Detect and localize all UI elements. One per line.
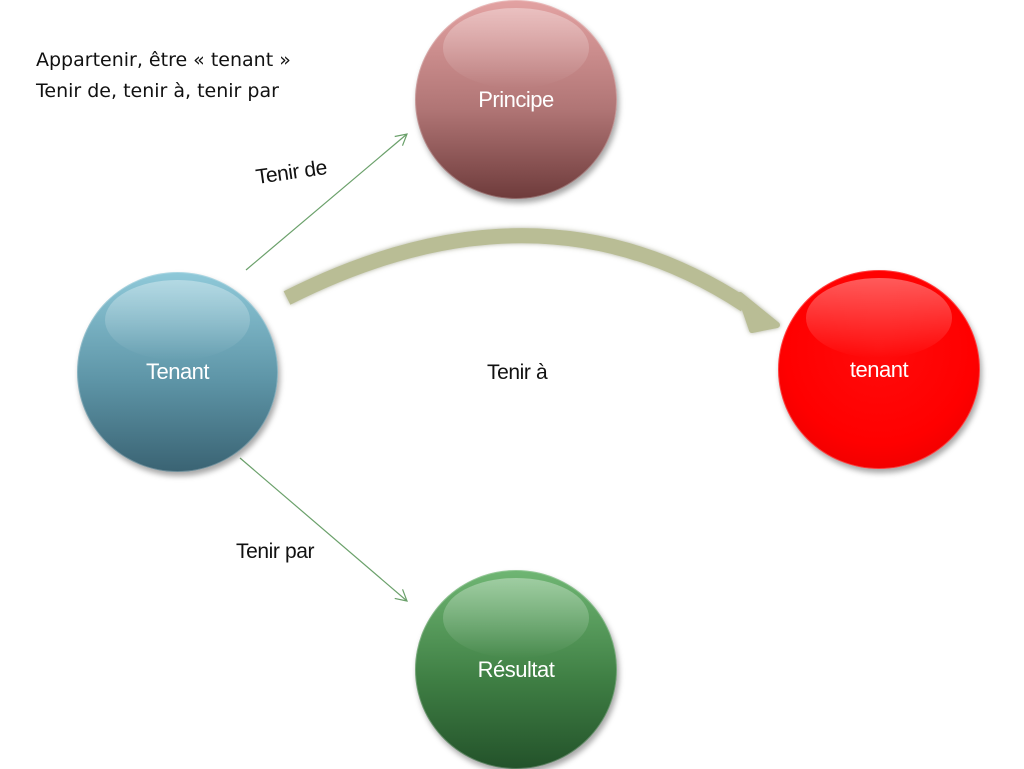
node-tenant-source: Tenant [77, 272, 278, 472]
edge-label-tenir-a: Tenir à [487, 361, 548, 384]
node-principe: Principe [415, 0, 617, 199]
node-resultat: Résultat [415, 570, 617, 769]
header-line-1: Appartenir, être « tenant » [36, 49, 291, 71]
node-tenant-target-label: tenant [849, 356, 909, 382]
header-text: Appartenir, être « tenant » Tenir de, te… [36, 45, 291, 107]
node-principe-label: Principe [478, 86, 554, 112]
edge-tenir-a-arrow [283, 228, 780, 333]
node-tenant-source-label: Tenant [145, 359, 210, 384]
edge-label-tenir-par: Tenir par [236, 540, 315, 563]
node-tenant-target: tenant [778, 270, 980, 469]
edge-tenir-de-arrow [245, 133, 408, 271]
node-resultat-label: Résultat [477, 656, 555, 682]
edge-tenir-par-arrow [239, 457, 408, 602]
header-line-2: Tenir de, tenir à, tenir par [36, 80, 279, 102]
